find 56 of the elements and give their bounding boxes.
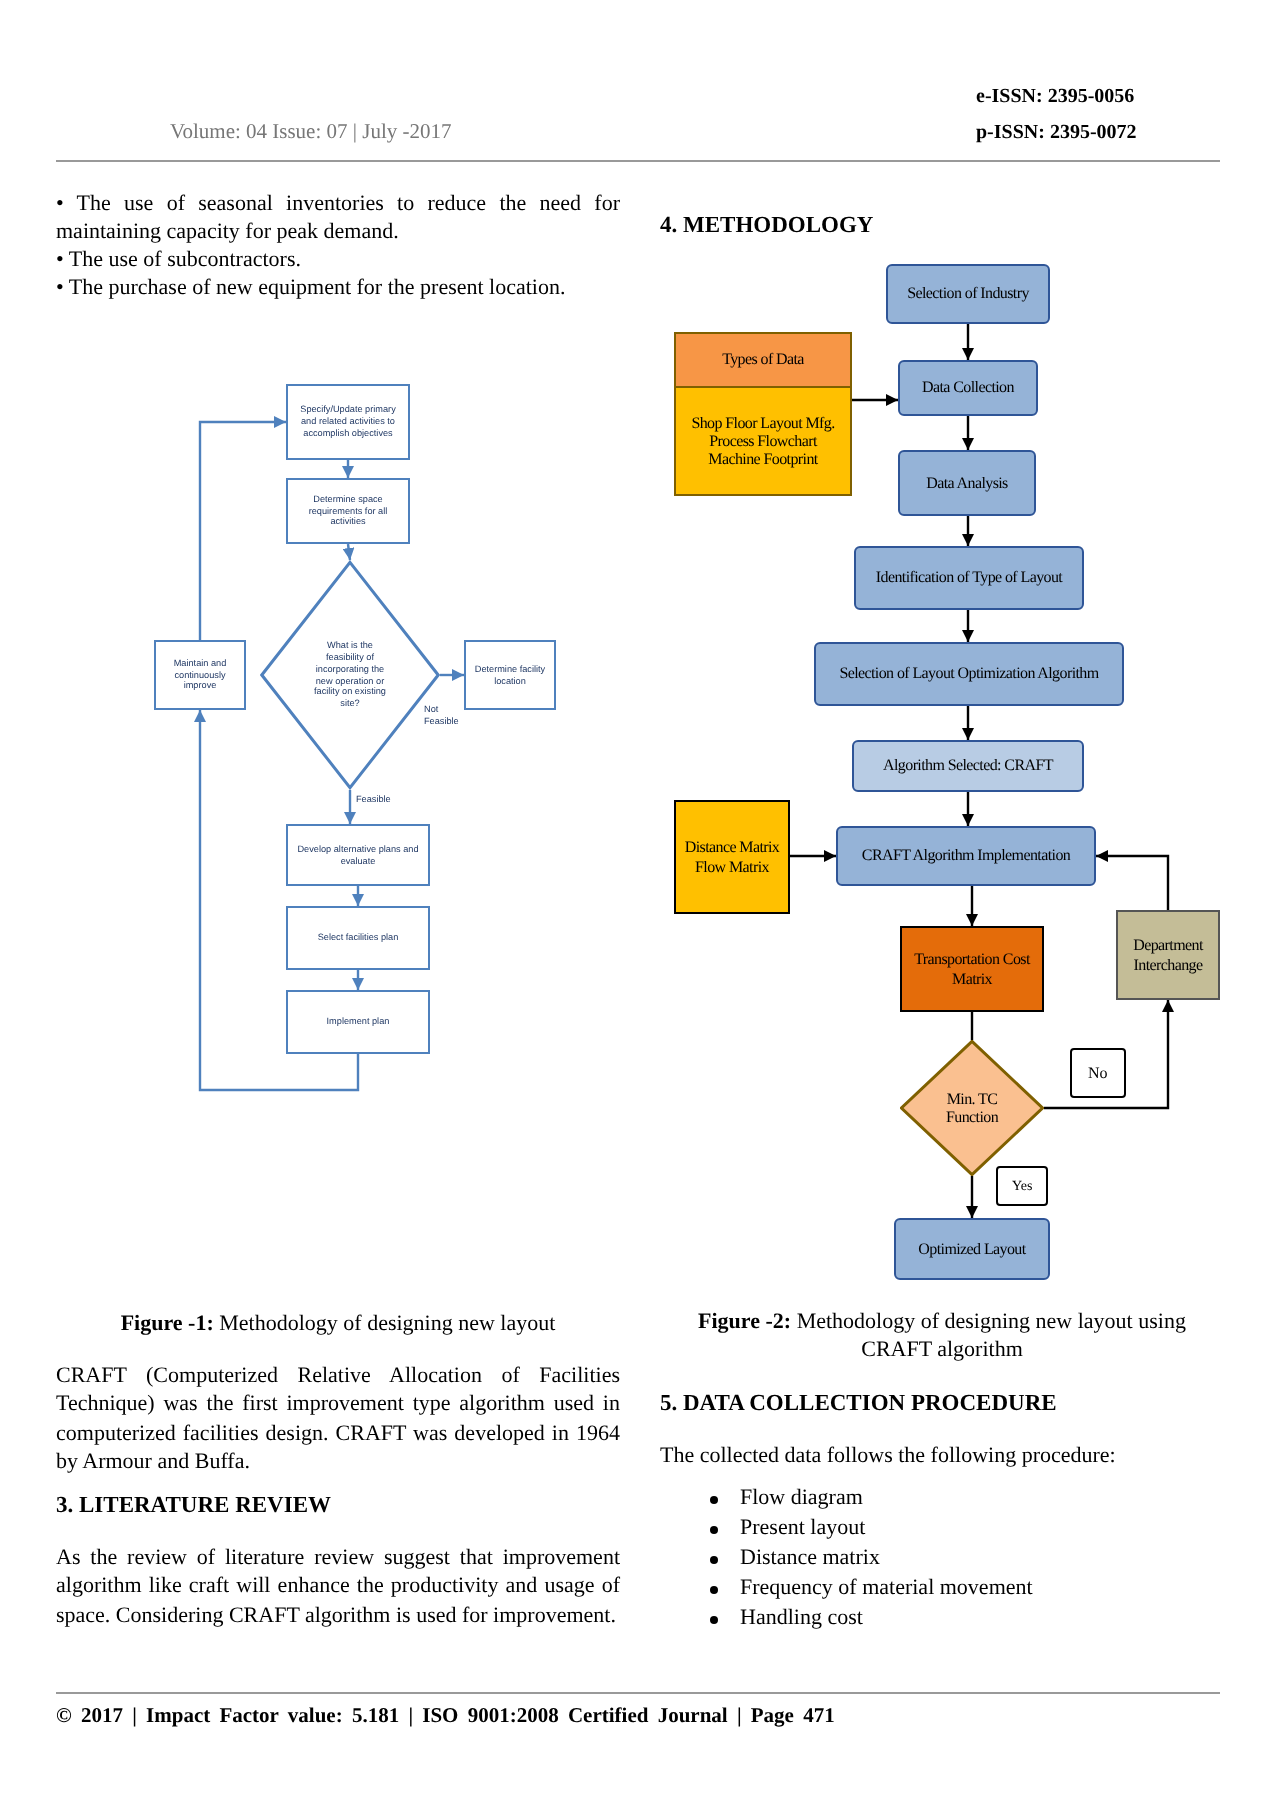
arrow (962, 792, 974, 826)
section-heading: 3. LITERATURE REVIEW (56, 1492, 333, 1522)
arrow (966, 1176, 978, 1218)
process-box: Selection of Industry (886, 264, 1050, 324)
edge-label: No (1070, 1048, 1126, 1098)
process-box: Data Analysis (898, 450, 1036, 516)
arrow (352, 970, 364, 990)
process-box: Data Collection (898, 360, 1038, 416)
process-box: CRAFT Algorithm Implementation (836, 826, 1096, 886)
arrow (790, 850, 836, 862)
arrow (962, 324, 974, 360)
arrow (962, 516, 974, 546)
arrow (962, 610, 974, 642)
bullet-text: • The use of seasonal inventories to reduce the need for maintaining capacity for peak demand. (56, 190, 620, 248)
input-box: Distance Matrix Flow Matrix (674, 800, 790, 914)
arrow (342, 543, 355, 561)
issn-text: p-ISSN: 2395-0072 (976, 120, 1139, 146)
arrow (344, 790, 356, 824)
arrow (962, 706, 974, 740)
arrow (1044, 1000, 1174, 1110)
issue-text: Volume: 04 Issue: 07 | July -2017 (170, 120, 454, 148)
arrow (352, 886, 364, 906)
figure-caption: Figure -1: Methodology of designing new layout (118, 1310, 558, 1339)
process-box: Transportation Cost Matrix (900, 926, 1044, 1012)
data-box (674, 332, 852, 496)
list-item: Frequency of material movement (740, 1574, 1035, 1603)
body-paragraph: CRAFT (Computerized Relative Allocation of Facilities Technique) was the first improvement type algorithm used in computerized facilities design. CRAFT was developed in 1964 by Armour and Buffa. (56, 1362, 620, 1477)
arrow (962, 416, 974, 450)
box-body-text: Shop Floor Layout Mfg. Process Flowchart Machine Footprint (676, 388, 850, 494)
section-heading: 4. METHODOLOGY (660, 212, 876, 242)
issn-text: e-ISSN: 2395-0056 (976, 84, 1137, 110)
list-item: Present layout (740, 1514, 868, 1543)
arrow (198, 416, 286, 640)
process-box: Identification of Type of Layout (854, 546, 1084, 610)
arrow (966, 886, 978, 926)
arrow (440, 669, 464, 681)
box-heading: Types of Data (676, 334, 850, 388)
process-box: Optimized Layout (894, 1218, 1050, 1280)
process-box: Algorithm Selected: CRAFT (852, 740, 1084, 792)
body-paragraph: As the review of literature review suggest that improvement algorithm like craft will enhance the productivity and usage of space. Considering CRAFT algorithm is used for improvement. (56, 1544, 620, 1630)
decision-diamond: Min. TC Function (900, 1040, 1044, 1176)
footer-text: © 2017 | Impact Factor value: 5.181 | ISO 9001:2008 Certified Journal | Page 471 (56, 1704, 837, 1732)
figure-caption: Figure -2: Methodology of designing new layout using CRAFT algorithm (696, 1308, 1188, 1366)
list-item: Flow diagram (740, 1484, 865, 1513)
bullet-text: • The use of subcontractors. (56, 246, 303, 275)
bullet-text: • The purchase of new equipment for the present location. (56, 274, 568, 303)
process-box: Department Interchange (1116, 910, 1220, 1000)
section-heading: 5. DATA COLLECTION PROCEDURE (660, 1390, 1059, 1420)
list-item: Distance matrix (740, 1544, 882, 1573)
arrow (852, 394, 898, 406)
arrow (1096, 850, 1170, 910)
list-item: Handling cost (740, 1604, 865, 1633)
body-paragraph: The collected data follows the following procedure: (660, 1442, 1118, 1471)
arrow (342, 460, 354, 478)
arrow (194, 710, 360, 1092)
process-box: Selection of Layout Optimization Algorithm (814, 642, 1124, 706)
